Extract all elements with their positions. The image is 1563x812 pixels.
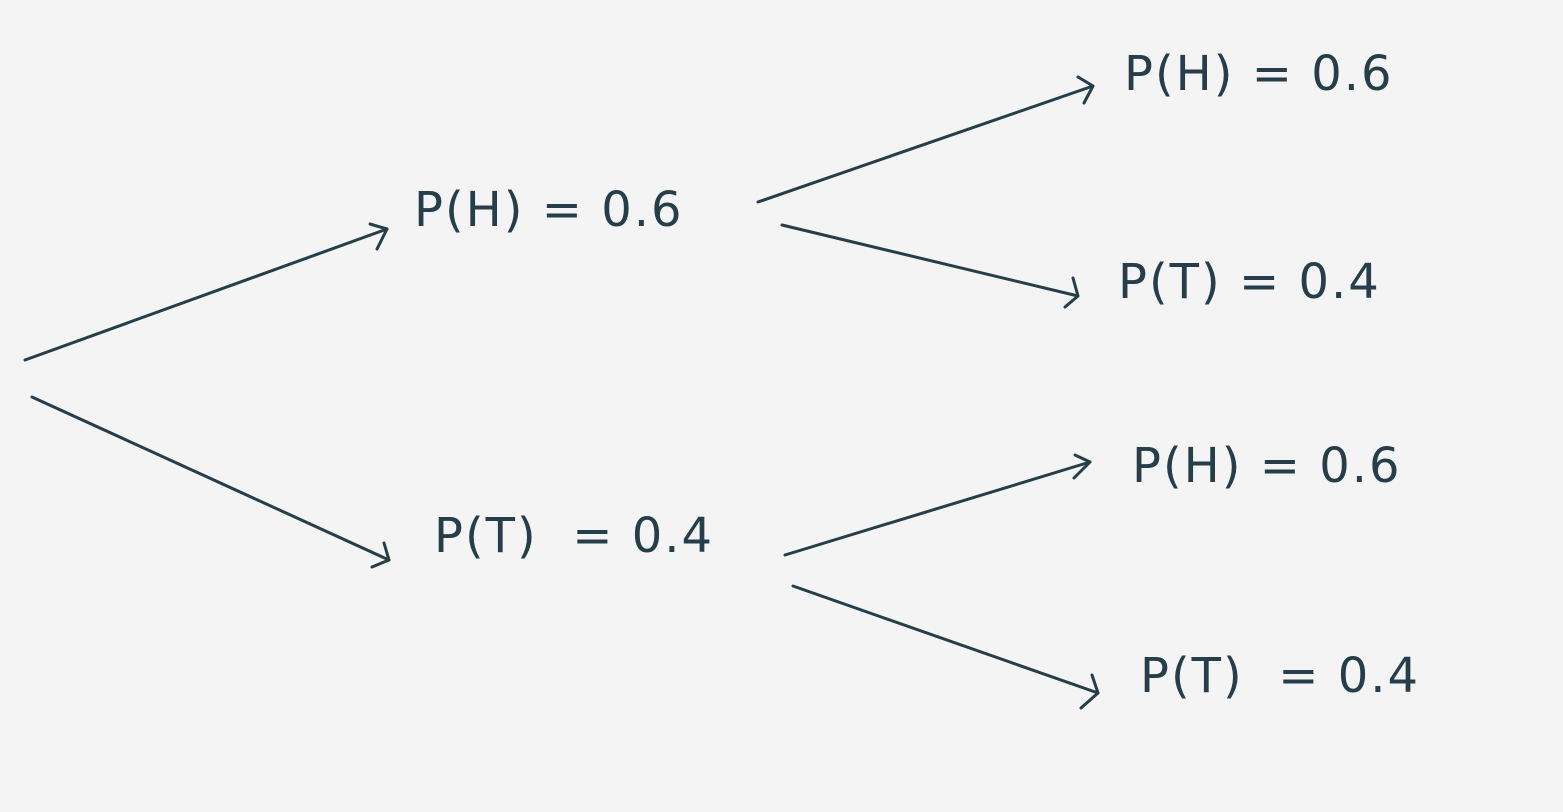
label-tails-then-heads: P(H) = 0.6 bbox=[1132, 438, 1402, 494]
label-heads-then-heads: P(H) = 0.6 bbox=[1124, 46, 1394, 102]
label-first-heads: P(H) = 0.6 bbox=[414, 182, 684, 238]
branch-heads-to-heads bbox=[756, 75, 1095, 204]
branch-root-to-heads bbox=[23, 222, 389, 362]
label-heads-then-tails: P(T) = 0.4 bbox=[1118, 254, 1381, 310]
branch-tails-to-tails bbox=[791, 584, 1100, 710]
branch-tails-to-heads bbox=[783, 453, 1092, 557]
branch-heads-to-tails bbox=[780, 223, 1080, 309]
label-tails-then-tails: P(T) = 0.4 bbox=[1140, 648, 1421, 704]
branch-root-to-tails bbox=[30, 395, 391, 569]
label-first-tails: P(T) = 0.4 bbox=[434, 508, 715, 564]
